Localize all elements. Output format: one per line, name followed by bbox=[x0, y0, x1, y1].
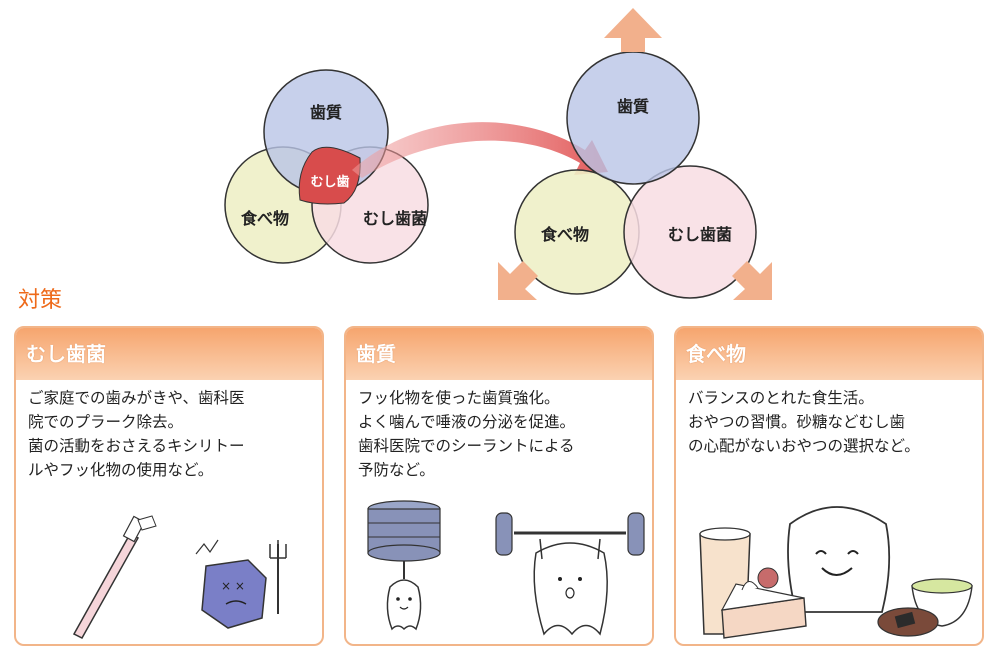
left-venn-caries-label: むし歯 bbox=[310, 174, 349, 190]
venn-diagram: 歯質 食べ物 むし歯菌 むし歯 歯質 食べ物 むし歯菌 bbox=[224, 8, 772, 300]
down-left-arrow-icon bbox=[498, 261, 538, 300]
smiling-tooth-icon bbox=[787, 506, 891, 613]
card-food: 食べ物 バランスのとれた食生活。 おやつの習慣。砂糖などむし歯 の心配がないおや… bbox=[674, 326, 984, 646]
small-tooth-icon bbox=[386, 579, 422, 631]
card-tooth-text: フッ化物を使った歯質強化。 よく噛んで唾液の分泌を促進。 歯科医院でのシーラント… bbox=[358, 389, 576, 479]
left-venn-tooth-label: 歯質 bbox=[310, 103, 342, 122]
card-food-text: バランスのとれた食生活。 おやつの習慣。砂糖などむし歯 の心配がないおやつの選択… bbox=[688, 389, 920, 455]
svg-text:× ×: × × bbox=[221, 579, 245, 593]
card-food-title: 食べ物 bbox=[676, 328, 982, 380]
weight-stack-icon bbox=[367, 500, 441, 579]
big-tooth-icon bbox=[533, 538, 608, 636]
right-venn: 歯質 食べ物 むし歯菌 bbox=[514, 51, 757, 299]
right-venn-bacteria-label: むし歯菌 bbox=[668, 225, 732, 244]
card-tooth-title: 歯質 bbox=[346, 328, 652, 380]
countermeasures-title: 対策 bbox=[18, 288, 63, 313]
up-arrow-icon bbox=[604, 8, 662, 52]
card-bacteria-text: ご家庭での歯みがきや、歯科医 院でのプラーク除去。 菌の活動をおさえるキシリトー… bbox=[28, 389, 245, 479]
card-tooth: 歯質 フッ化物を使った歯質強化。 よく噛んで唾液の分泌を促進。 歯科医院でのシー… bbox=[344, 326, 654, 646]
down-right-arrow-icon bbox=[732, 261, 772, 300]
bacteria-character-icon: × × bbox=[195, 539, 287, 629]
barbell-icon bbox=[495, 512, 645, 556]
outward-arrows bbox=[498, 8, 772, 300]
rice-cracker-icon bbox=[877, 607, 939, 637]
cake-icon bbox=[720, 567, 807, 639]
left-venn-food-label: 食べ物 bbox=[240, 209, 289, 228]
card-bacteria-title: むし歯菌 bbox=[16, 328, 322, 380]
right-venn-tooth-circle bbox=[566, 51, 700, 185]
right-venn-tooth-label: 歯質 bbox=[617, 97, 649, 116]
card-bacteria: むし歯菌 ご家庭での歯みがきや、歯科医 院でのプラーク除去。 菌の活動をおさえる… bbox=[14, 326, 324, 646]
left-venn: 歯質 食べ物 むし歯菌 むし歯 bbox=[224, 69, 429, 264]
right-venn-bacteria-circle bbox=[623, 165, 757, 299]
toothbrush-bacteria-illustration: × × bbox=[72, 515, 287, 639]
left-venn-bacteria-label: むし歯菌 bbox=[363, 209, 427, 228]
right-venn-food-label: 食べ物 bbox=[540, 225, 589, 244]
left-venn-caries-region bbox=[298, 146, 361, 205]
tooth-snacks-illustration bbox=[699, 506, 973, 639]
teeth-weightlifting-illustration bbox=[367, 500, 645, 636]
transition-arrow bbox=[352, 122, 608, 178]
toothbrush-icon bbox=[72, 515, 157, 639]
